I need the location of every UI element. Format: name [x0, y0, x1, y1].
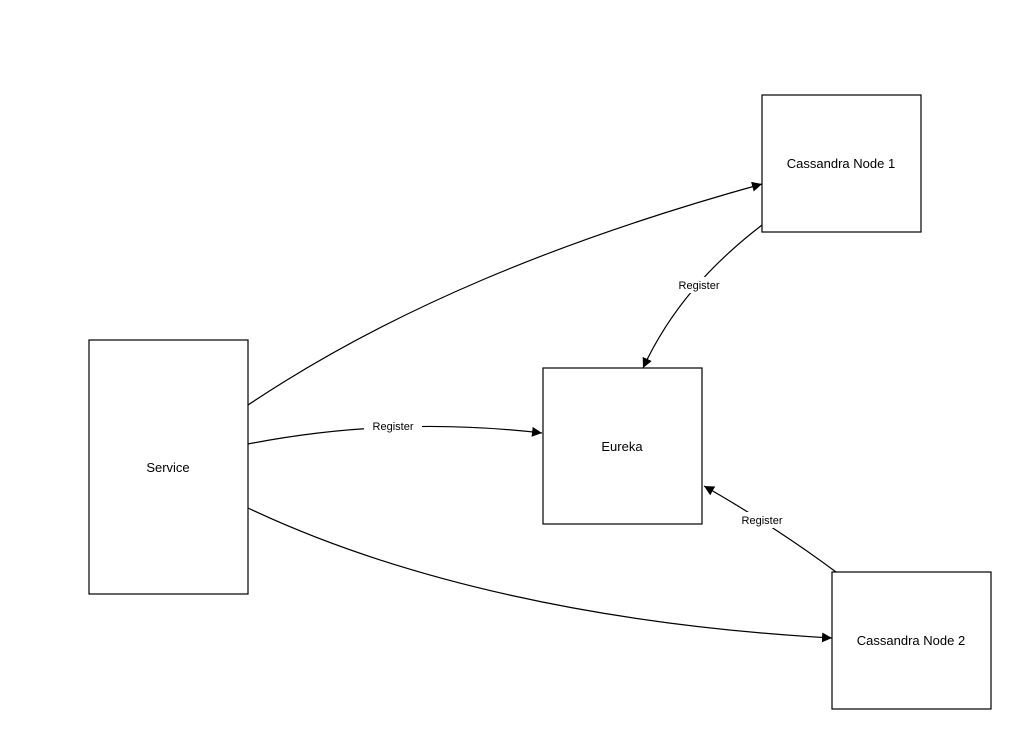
- edge-cassandra1-to-eureka: [642, 224, 763, 369]
- node-cassandra-1: Cassandra Node 1: [761, 94, 922, 233]
- node-cassandra1-label: Cassandra Node 1: [787, 156, 895, 171]
- node-cassandra-2: Cassandra Node 2: [831, 571, 992, 710]
- edge-cassandra2-to-eureka: [703, 485, 837, 573]
- node-eureka-label: Eureka: [601, 439, 643, 454]
- edge-label-cassandra1-eureka: Register: [679, 280, 720, 292]
- edge-label-bg: [670, 277, 728, 293]
- edge-label-cassandra2-eureka: Register: [742, 515, 783, 527]
- node-cassandra2-label: Cassandra Node 2: [857, 633, 965, 648]
- edge-label-bg: [733, 512, 791, 528]
- edge-service-to-cassandra2: [247, 507, 833, 643]
- edge-label-service-eureka: Register: [373, 421, 414, 433]
- node-service: Service: [88, 339, 249, 595]
- node-service-label: Service: [146, 460, 189, 475]
- edge-service-to-cassandra1: [247, 181, 763, 406]
- node-eureka: Eureka: [542, 367, 703, 525]
- edge-label-bg: [364, 418, 422, 434]
